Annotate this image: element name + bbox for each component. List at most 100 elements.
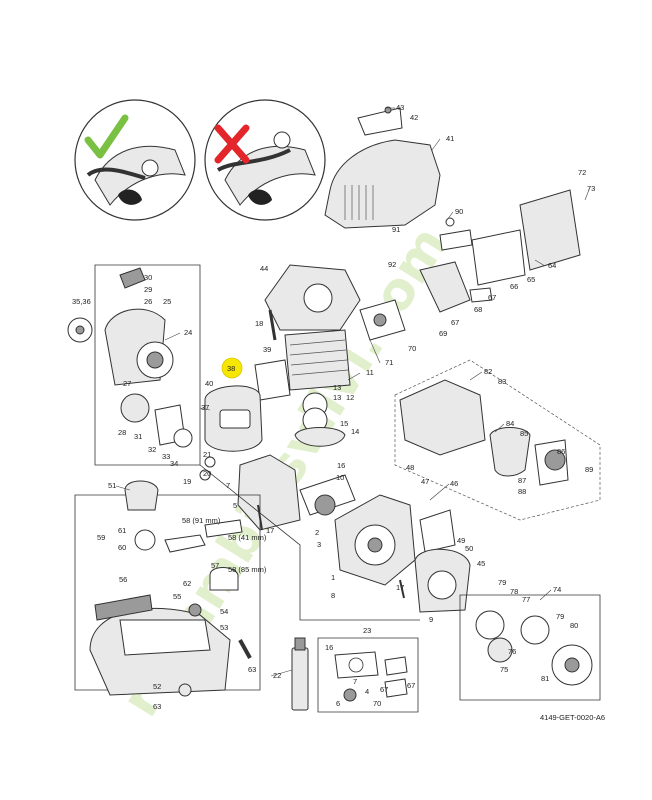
part-label-35-36: 35,36: [72, 297, 91, 306]
part-label-39: 39: [263, 345, 271, 354]
misc-parts: [178, 309, 405, 697]
part-label-19: 19: [183, 477, 191, 486]
highlight-marker[interactable]: [221, 357, 243, 379]
part-label-10: 10: [336, 473, 344, 482]
incorrect-assembly-circle: [204, 99, 326, 221]
part-label-45: 45: [477, 559, 485, 568]
part-label-15: 15: [340, 419, 348, 428]
part-label-91: 91: [392, 225, 400, 234]
part-label-14: 14: [351, 427, 359, 436]
part-labels: 43 42 41 72 73 90 91 92 64 65 66 67 68 6…: [72, 103, 605, 722]
correct-assembly-circle: [74, 99, 196, 221]
part-label-85: 85: [520, 429, 528, 438]
part-label-38: 38: [227, 364, 235, 373]
part-label-90: 90: [455, 207, 463, 216]
part-label-42: 42: [410, 113, 418, 122]
part-label-22: 22: [273, 671, 281, 680]
part-label-21: 21: [203, 450, 211, 459]
part-label-53: 53: [220, 623, 228, 632]
part-label-16b: 16: [325, 643, 333, 652]
part-label-75: 75: [500, 665, 508, 674]
fuel-tank-box: [74, 480, 261, 696]
part-label-50: 50: [465, 544, 473, 553]
part-label-70: 70: [408, 344, 416, 353]
part-label-28: 28: [118, 428, 126, 437]
diagram-code: 4149-GET-0020-A6: [540, 713, 605, 722]
part-label-58-85: 58 (85 mm): [228, 565, 267, 574]
part-label-20: 20: [203, 469, 211, 478]
part-label-17b: 17: [396, 583, 404, 592]
part-label-52: 52: [153, 682, 161, 691]
part-label-77: 77: [522, 595, 530, 604]
part-label-64: 64: [548, 261, 556, 270]
part-label-66: 66: [510, 282, 518, 291]
part-label-57: 57: [211, 561, 219, 570]
crankcase-group: [237, 454, 471, 613]
part-label-27: 27: [123, 379, 131, 388]
leader-lines: [115, 107, 591, 677]
part-label-24: 24: [184, 328, 192, 337]
part-label-48: 48: [406, 463, 414, 472]
crankcase-frame-lines: [199, 464, 420, 621]
part-label-67b: 67: [451, 318, 459, 327]
check-mark-icon: [84, 114, 129, 159]
part-label-60: 60: [118, 543, 126, 552]
part-label-54: 54: [220, 607, 228, 616]
part-label-73: 73: [587, 184, 595, 193]
part-label-3: 3: [317, 540, 321, 549]
engine-shroud-group: [324, 106, 581, 341]
part-label-72: 72: [578, 168, 586, 177]
part-label-89: 89: [585, 465, 593, 474]
part-label-13a: 13: [333, 383, 341, 392]
part-label-44: 44: [260, 264, 268, 273]
part-label-7b: 7: [353, 677, 357, 686]
part-label-12: 12: [346, 393, 354, 402]
part-label-79a: 79: [498, 578, 506, 587]
part-label-71: 71: [385, 358, 393, 367]
part-label-13b: 13: [333, 393, 341, 402]
part-label-79b: 79: [556, 612, 564, 621]
part-label-67c: 67: [380, 685, 388, 694]
part-label-78: 78: [510, 587, 518, 596]
part-label-31: 31: [134, 432, 142, 441]
part-label-1: 1: [331, 573, 335, 582]
part-label-26: 26: [144, 297, 152, 306]
part-label-29: 29: [144, 285, 152, 294]
clutch-group: [459, 594, 601, 701]
part-label-55: 55: [173, 592, 181, 601]
part-label-74: 74: [553, 585, 561, 594]
part-label-32: 32: [148, 445, 156, 454]
part-label-81: 81: [541, 674, 549, 683]
part-label-46: 46: [450, 479, 458, 488]
part-label-86: 86: [557, 447, 565, 456]
part-label-84: 84: [506, 419, 514, 428]
fan-housing: [264, 264, 361, 331]
part-label-43: 43: [396, 103, 404, 112]
part-label-8: 8: [331, 591, 335, 600]
part-label-92: 92: [388, 260, 396, 269]
part-label-34: 34: [170, 459, 178, 468]
part-label-4: 4: [365, 687, 369, 696]
part-label-80: 80: [570, 621, 578, 630]
part-label-40: 40: [205, 379, 213, 388]
part-label-33: 33: [162, 452, 170, 461]
part-label-18: 18: [255, 319, 263, 328]
part-label-82: 82: [484, 367, 492, 376]
part-label-76: 76: [508, 647, 516, 656]
part-label-30: 30: [144, 273, 152, 282]
gasket-kit-box: [317, 637, 419, 713]
sealant-tube: [291, 637, 309, 711]
part-label-68: 68: [474, 305, 482, 314]
part-label-83: 83: [498, 377, 506, 386]
part-label-16: 16: [337, 461, 345, 470]
part-label-59: 59: [97, 533, 105, 542]
part-label-17a: 17: [266, 526, 274, 535]
part-label-9: 9: [429, 615, 433, 624]
part-label-58-41a: 58 (41 mm): [228, 533, 267, 542]
part-label-61: 61: [118, 526, 126, 535]
part-label-69: 69: [439, 329, 447, 338]
cylinder-group: [204, 329, 351, 452]
part-label-70b: 70: [373, 699, 381, 708]
part-label-25: 25: [163, 297, 171, 306]
